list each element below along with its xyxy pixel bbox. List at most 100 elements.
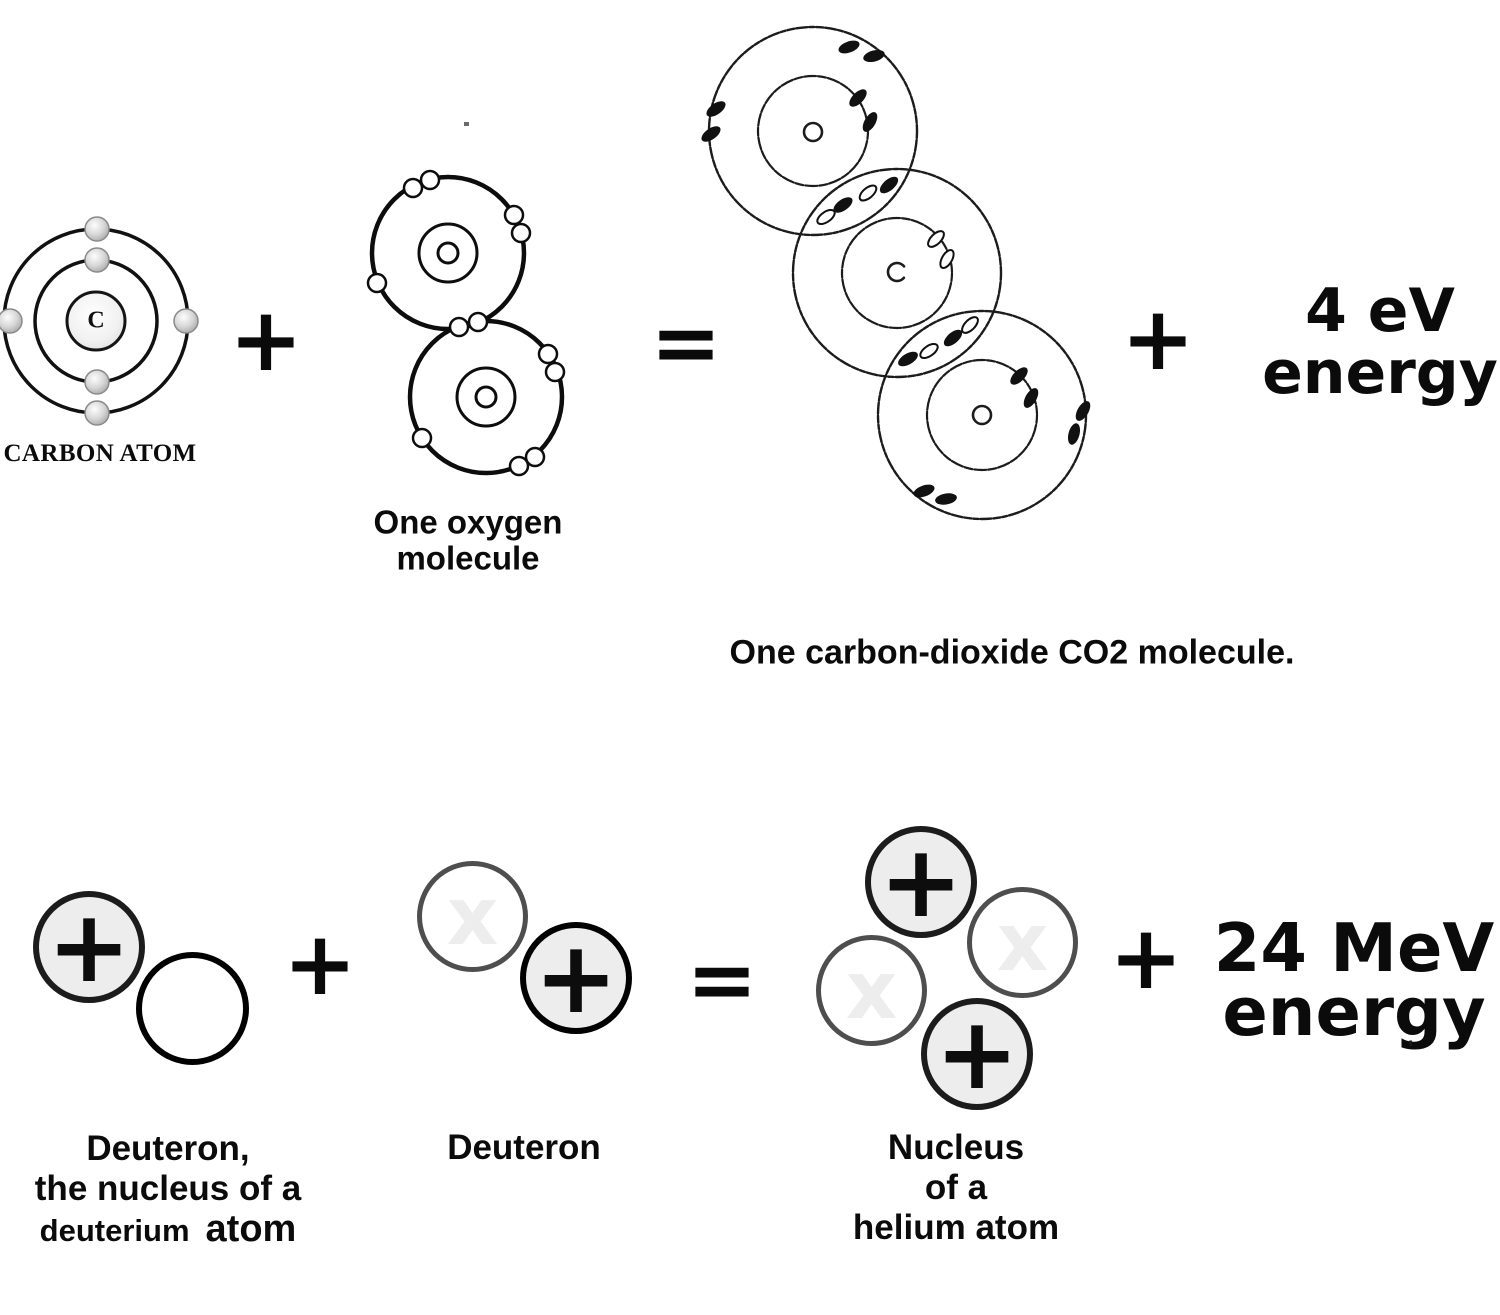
- electron: [0, 308, 23, 334]
- helium-label-line3: helium atom: [852, 1208, 1060, 1247]
- electron: [510, 222, 532, 244]
- electron: [913, 484, 935, 498]
- speck: [464, 122, 469, 126]
- electron: [366, 272, 388, 294]
- oxygen-molecule-label: One oxygen molecule: [374, 504, 563, 575]
- nuclear-energy-label: 24 MeV energy: [1213, 909, 1495, 1051]
- deuteron1-label: Deuteron, the nucleus of a deuterium atom: [35, 1129, 301, 1251]
- helium-label-line2: of a: [924, 1168, 988, 1207]
- oxygen1-outer-orbit: [369, 174, 527, 332]
- co2-carbon-outer-orbit: [791, 167, 1003, 379]
- electron: [508, 455, 530, 477]
- bonding-electron: [919, 342, 939, 360]
- co2-electrons-filled: [701, 40, 1091, 505]
- electron: [544, 361, 566, 383]
- deuteron1-neutron: [136, 952, 249, 1065]
- deuteron2-neutron: x: [417, 861, 528, 972]
- carbon-atom-diagram: [0, 216, 199, 426]
- electron: [84, 216, 110, 242]
- electron: [402, 177, 424, 199]
- oxygen-electrons: [366, 169, 566, 477]
- carbon-nucleus: [65, 290, 127, 352]
- bonding-electron: [961, 316, 979, 334]
- electron: [84, 400, 110, 426]
- electron: [706, 101, 726, 117]
- plus-operator-bottom-1: +: [283, 912, 357, 1015]
- electron: [863, 49, 885, 63]
- bonding-electron: [833, 197, 853, 213]
- bonding-electron: [448, 316, 470, 338]
- co2-oxygen-bottom: [876, 309, 1088, 521]
- deuteron1-label-line3: deuterium atom: [35, 1209, 301, 1251]
- oxygen1-nucleus: [436, 241, 460, 265]
- helium-label-line1: Nucleus: [887, 1128, 1025, 1167]
- oxygen-label-line1: One oxygen: [373, 503, 563, 541]
- oxygen-molecule-diagram: [366, 169, 566, 477]
- plus-operator-top-1: +: [229, 288, 303, 391]
- carbon-atom-label: CARBON ATOM: [3, 440, 197, 467]
- electron: [1023, 388, 1039, 408]
- helium-proton-top: +: [865, 826, 977, 938]
- co2-caption: One carbon-dioxide CO2 molecule.: [729, 633, 1295, 672]
- electron: [701, 126, 721, 142]
- plus-operator-top-2: +: [1121, 287, 1195, 390]
- electron: [1067, 423, 1081, 445]
- electron: [537, 343, 559, 365]
- co2-oxygen-top: [707, 25, 919, 237]
- co2-oxygen-top-nucleus: [802, 121, 824, 143]
- bonding-electron: [858, 184, 878, 202]
- electron: [935, 493, 957, 505]
- electron: [1010, 367, 1028, 385]
- co2-carbon-nucleus: [886, 261, 908, 283]
- electron: [927, 230, 945, 248]
- co2-electrons-open: [816, 184, 979, 360]
- plus-operator-bottom-2: +: [1109, 906, 1183, 1009]
- chemical-energy-label: 4 eV energy: [1262, 280, 1498, 404]
- stray-mark: ': [1408, 1036, 1414, 1061]
- bonding-electron: [467, 311, 489, 333]
- chemical-energy-word: energy: [1262, 338, 1498, 408]
- electron: [849, 89, 867, 107]
- helium-neutron-right: x: [967, 887, 1078, 998]
- electron: [838, 40, 860, 54]
- electron: [503, 204, 525, 226]
- oxygen1-inner-orbit: [417, 222, 479, 284]
- oxygen2-nucleus: [474, 385, 498, 409]
- helium-neutron-left: x: [816, 935, 927, 1046]
- equals-operator-bottom: =: [686, 930, 758, 1030]
- deuteron1-label-line1: Deuteron,: [86, 1129, 250, 1168]
- deuteron1-proton: +: [33, 891, 145, 1003]
- oxygen2-inner-orbit: [455, 366, 517, 428]
- bonding-electron: [943, 329, 963, 347]
- bonding-electron: [898, 351, 918, 367]
- deuteron1-label-line3b: atom: [205, 1208, 297, 1250]
- deuteron1-label-line2: the nucleus of a: [34, 1169, 302, 1208]
- helium-proton-bottom: +: [921, 998, 1033, 1110]
- electron: [524, 446, 546, 468]
- electron: [84, 369, 110, 395]
- bonding-electron: [816, 208, 836, 226]
- electron: [411, 427, 433, 449]
- co2-molecule-diagram: [464, 25, 1091, 521]
- electron: [862, 112, 878, 132]
- electron: [1075, 401, 1091, 421]
- helium-nucleus-label: Nucleus of a helium atom: [853, 1128, 1059, 1248]
- co2-carbon-inner-orbit: [840, 216, 954, 330]
- electron: [84, 247, 110, 273]
- oxygen-label-line2: molecule: [396, 539, 540, 576]
- deuteron1-label-line3a: deuterium: [39, 1213, 190, 1248]
- carbon-electrons: [0, 216, 199, 426]
- nuclear-energy-value: 24 MeV: [1213, 909, 1495, 987]
- oxygen-atom-1: [369, 174, 527, 332]
- electron: [173, 308, 199, 334]
- electron: [419, 169, 441, 191]
- deuteron2-proton: +: [520, 922, 632, 1034]
- deuteron2-label: Deuteron: [447, 1128, 601, 1167]
- bonding-electron: [879, 176, 899, 194]
- nuclear-energy-word: energy: [1222, 973, 1486, 1051]
- co2-oxygen-bottom-inner-orbit: [925, 358, 1039, 472]
- co2-carbon-middle: [791, 167, 1003, 379]
- carbon-nucleus-symbol: C: [87, 307, 105, 334]
- co2-oxygen-bottom-nucleus: [971, 404, 993, 426]
